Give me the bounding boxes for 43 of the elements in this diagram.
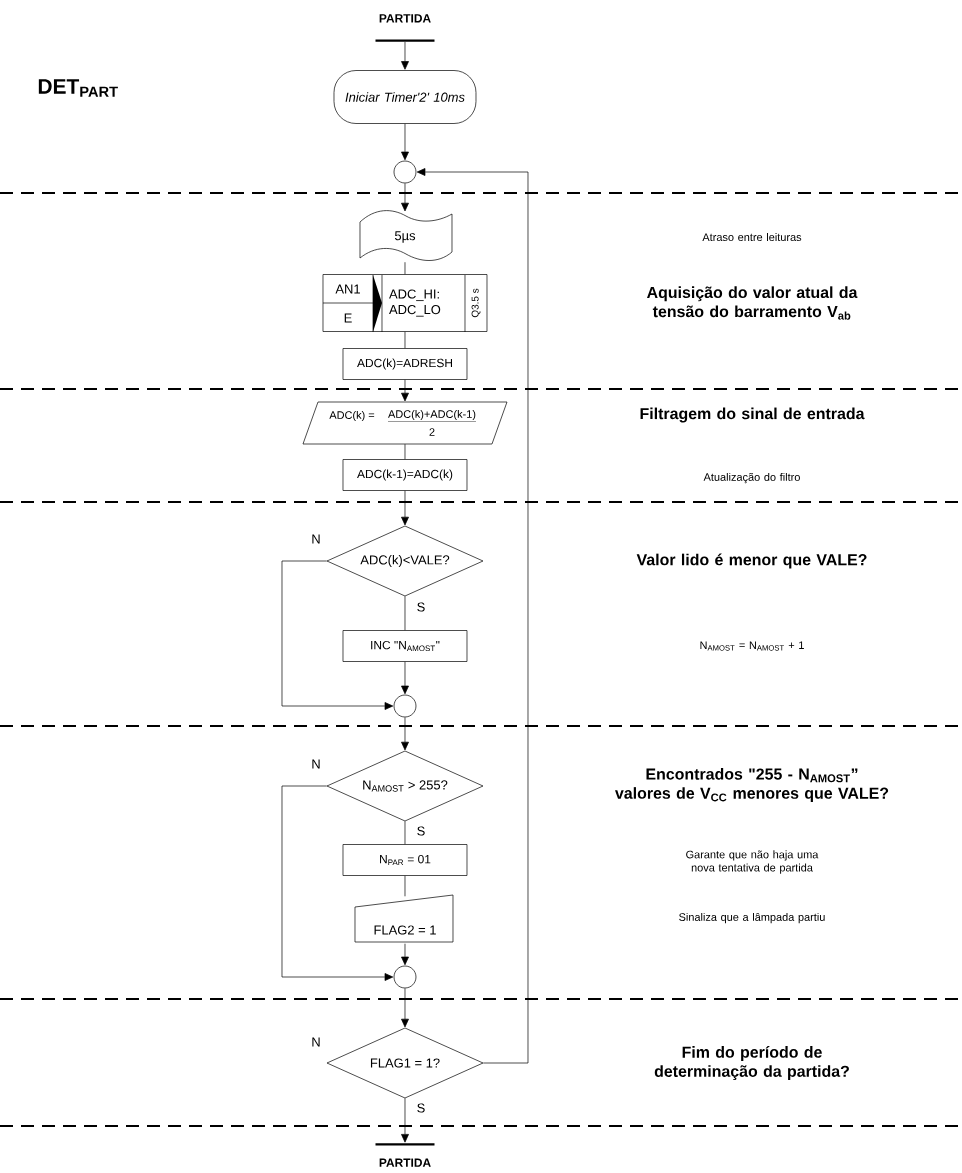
- section-heading: Encontrados "255 - N$_{AMOST}$” valores de V$_{CC}$ menores que VALE?: [615, 768, 889, 802]
- section-heading: Valor lido é menor que VALE?: [636, 553, 867, 569]
- process-box: INC "N$_{AMOST}$": [342, 630, 468, 662]
- arrow: [281, 560, 394, 710]
- edge-label: S: [415, 601, 427, 613]
- acquisition-block: AN1 E ADC_HI: ADC_LO Q3.5 s: [322, 274, 488, 333]
- manual-input-box: FLAG2 = 1: [354, 894, 454, 943]
- note-text: Atualização do filtro: [703, 472, 800, 484]
- edge-label: S: [415, 825, 427, 837]
- connector-circle: [393, 965, 417, 989]
- section-heading: Fim do período de determinação da partida?: [654, 1045, 849, 1081]
- connector-circle: [393, 160, 417, 184]
- edge-label: N: [310, 533, 322, 545]
- terminal-bar: PARTIDA: [375, 1143, 435, 1167]
- arrow: [401, 123, 409, 161]
- arrow: [401, 41, 409, 70]
- arrow: [401, 943, 409, 966]
- process-box: ADC(k)=ADRESH: [342, 348, 468, 380]
- arrow: [401, 379, 409, 402]
- edge-label: S: [415, 1102, 427, 1114]
- arrow: [401, 1097, 409, 1143]
- arrow: [401, 717, 409, 751]
- edge-label: N: [310, 758, 322, 770]
- arrow: [281, 785, 394, 981]
- arrow: [401, 661, 409, 695]
- process-box: N$_{PAR}$ = 01: [342, 844, 468, 876]
- note-text: Garante que não haja uma nova tentativa de partida: [686, 850, 819, 874]
- note-text: Atraso entre leituras: [702, 233, 802, 242]
- arrow: [401, 490, 409, 526]
- arrow: [401, 988, 409, 1028]
- process-box: ADC(k-1)=ADC(k): [342, 459, 468, 491]
- parallelogram-box: ADC(k) = ADC(k)+ADC(k-1) 2: [302, 401, 508, 445]
- terminal-bar: PARTIDA: [375, 14, 435, 42]
- rounded-box: Iniciar Timer'2' 10ms: [333, 70, 477, 124]
- connector-circle: [393, 694, 417, 718]
- note-text: Sinaliza que a lâmpada partiu: [679, 912, 825, 924]
- heading: DET$_{PART}$: [38, 79, 118, 97]
- section-heading: Filtragem do sinal de entrada: [640, 407, 865, 423]
- arrow: [401, 183, 409, 212]
- arrow: [416, 168, 529, 1064]
- tape-box: 5µs: [359, 210, 453, 261]
- note-text: N$_{AMOST}$ = N$_{AMOST}$ + 1: [700, 641, 804, 651]
- section-heading: Aquisição do valor atual da tensão do barramento V$_{ab}$: [647, 286, 858, 320]
